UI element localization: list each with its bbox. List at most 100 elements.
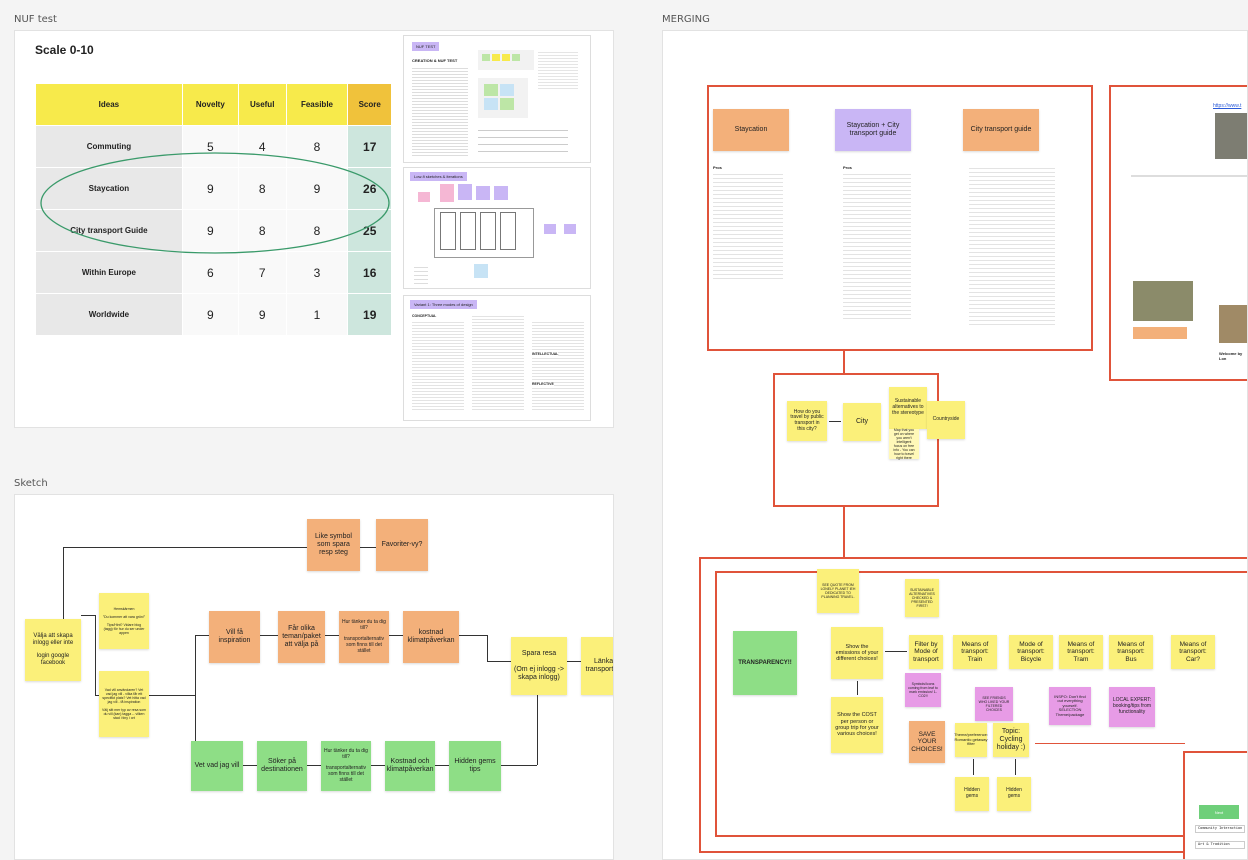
- merge-box-bottom-outer: [699, 557, 1247, 853]
- document-nuf-test[interactable]: NUF TEST CREATION & NUF TEST: [403, 35, 591, 163]
- feasible-cell: 1: [285, 293, 349, 336]
- sticky-local-expert[interactable]: LOCAL EXPERT: booking/tips from function…: [1109, 687, 1155, 727]
- connector: [1035, 743, 1185, 744]
- frame-sketch[interactable]: Välja att skapa inlogg eller inte login …: [14, 494, 614, 860]
- merge-box-bottom-inner: [715, 571, 1247, 837]
- card-city-transport[interactable]: City transport guide: [963, 109, 1039, 151]
- merge-box-city: [773, 373, 939, 507]
- sticky-sustainable[interactable]: Sustainable alternatives to the stereoty…: [889, 387, 927, 429]
- sticky-inspiration[interactable]: Vill få inspiration: [209, 611, 260, 663]
- useful-cell: 4: [237, 125, 287, 168]
- sticky-spara-resa[interactable]: Spara resa (Om ej inlogg -> skapa inlogg…: [511, 637, 567, 695]
- sticky-user-note[interactable]: Vad vill användaren? Vet vad jag vill - …: [99, 671, 149, 737]
- doc-text-block: [412, 66, 468, 156]
- sticky-friends[interactable]: SEE FRIENDS WHO LIKED YOUR FILTERED CHOI…: [975, 687, 1013, 721]
- doc-section: REFLECTIVE: [532, 382, 554, 386]
- sticky-topic[interactable]: Topic: Cycling holiday :): [993, 723, 1029, 757]
- card-staycation-city[interactable]: Staycation + City transport guide: [835, 109, 911, 151]
- connector: [307, 765, 321, 766]
- novelty-cell: 9: [181, 167, 239, 210]
- sticky-symbols[interactable]: Symbols/Icons coming from leaf to mark e…: [905, 673, 941, 707]
- connector: [843, 507, 845, 557]
- sticky-teman[interactable]: Får olika teman/paket att välja på: [278, 611, 325, 663]
- connector: [95, 615, 96, 695]
- connector: [63, 547, 64, 637]
- sticky-home-note[interactable]: Hemskärmen "Du kommer att vara grön!" Ti…: [99, 593, 149, 649]
- next-button[interactable]: Next: [1199, 805, 1239, 819]
- option-row[interactable]: Art & Tradition: [1195, 841, 1245, 849]
- external-link[interactable]: https://www.t: [1213, 103, 1242, 109]
- mini-sticky: [484, 98, 498, 110]
- header-novelty: Novelty: [181, 83, 239, 126]
- sticky-how-travel[interactable]: How do you travel by public transport in…: [787, 401, 827, 441]
- frame-nuf[interactable]: Scale 0-10 Ideas Novelty Useful Feasible…: [14, 30, 614, 428]
- connector: [501, 765, 537, 766]
- card-staycation[interactable]: Staycation: [713, 109, 789, 151]
- sticky-emissions[interactable]: Show the emissions of your different cho…: [831, 627, 883, 679]
- sticky-soker[interactable]: Söker på destinationen: [257, 741, 307, 791]
- header-score: Score: [347, 83, 392, 126]
- sticky-hidden-gems-1[interactable]: Hidden gems: [955, 777, 989, 811]
- sticky-train[interactable]: Means of transport: Train: [953, 635, 997, 669]
- sticky-city[interactable]: City: [843, 403, 881, 441]
- sticky-small-note[interactable]: Map that you get on where you aren't int…: [889, 428, 919, 460]
- sticky-inspo[interactable]: INSPO: Don't find out everything yoursel…: [1049, 687, 1091, 725]
- sticky-hur-tanker-1[interactable]: Hur tänker du ta dig till? transportalte…: [339, 611, 389, 663]
- sticky-hur-tanker-2[interactable]: Hur tänker du ta dig till? transportalte…: [321, 741, 371, 791]
- connector: [885, 651, 907, 652]
- frame-label-nuf[interactable]: NUF test: [14, 14, 57, 25]
- sticky-countryside[interactable]: Countryside: [927, 401, 965, 439]
- score-cell: 26: [347, 167, 392, 210]
- frame-label-sketch[interactable]: Sketch: [14, 478, 48, 489]
- sticky-kostnad-1[interactable]: kostnad klimatpåverkan: [403, 611, 459, 663]
- sticky-theme[interactable]: Theme/preference: Romantic getaway filte…: [954, 723, 988, 757]
- doc-tag: Low-fi sketches & iterations: [410, 172, 467, 181]
- connector: [843, 351, 845, 373]
- pros-label: Pros: [713, 165, 722, 170]
- sticky-hidden-gems-2[interactable]: Hidden gems: [997, 777, 1031, 811]
- connector: [567, 661, 581, 662]
- sticky-car[interactable]: Means of transport: Car?: [1171, 635, 1215, 669]
- sticky-like-symbol[interactable]: Like symbol som spara resp steg: [307, 519, 360, 571]
- document-three-modes[interactable]: Variant 1: Three modes of design CONCEPT…: [403, 295, 591, 421]
- sticky-vet-vad[interactable]: Vet vad jag vill: [191, 741, 243, 791]
- sticky-quote[interactable]: SEE QUOTE FROM LONELY PLANET IEH DEDICAT…: [817, 569, 859, 613]
- score-cell: 16: [347, 251, 392, 294]
- scale-title: Scale 0-10: [35, 43, 94, 57]
- mini-sticky: [418, 192, 430, 202]
- mini-sticky: [492, 54, 500, 61]
- sticky-cost[interactable]: Show the COST per person or group trip f…: [831, 697, 883, 753]
- sticky-filter[interactable]: Filter by Mode of transport: [909, 635, 943, 669]
- sticky-save[interactable]: SAVE YOUR CHOICES!: [909, 721, 945, 763]
- legend: [414, 264, 428, 284]
- sticky-bus[interactable]: Means of transport: Bus: [1109, 635, 1153, 669]
- sticky-tram[interactable]: Means of transport: Tram: [1059, 635, 1103, 669]
- sticky-kostnad-2[interactable]: Kostnad och klimatpåverkan: [385, 741, 435, 791]
- sticky-bicycle[interactable]: Mode of transport: Bicycle: [1009, 635, 1053, 669]
- sticky-login-choice[interactable]: Välja att skapa inlogg eller inte login …: [25, 619, 81, 681]
- document-lowfi-sketches[interactable]: Low-fi sketches & iterations: [403, 167, 591, 289]
- sticky-lankar[interactable]: Länkar till transportmedel: [581, 637, 613, 695]
- option-row[interactable]: Community Interaction: [1195, 825, 1245, 833]
- connector: [389, 635, 403, 636]
- sticky-hidden-gems[interactable]: Hidden gems tips: [449, 741, 501, 791]
- sticky-favoriter[interactable]: Favoriter-vy?: [376, 519, 428, 571]
- score-cell: 19: [347, 293, 392, 336]
- mini-sticky: [512, 54, 520, 61]
- frame-label-merging[interactable]: MERGING: [662, 14, 710, 25]
- merge-box-right: [1109, 85, 1247, 381]
- doc-text-block: [472, 314, 524, 410]
- feasible-cell: 9: [285, 167, 349, 210]
- sticky-transparency[interactable]: TRANSPARENCY!!: [733, 631, 797, 695]
- connector: [371, 765, 385, 766]
- connector: [195, 635, 209, 636]
- phone-sketch: [440, 212, 456, 250]
- novelty-cell: 6: [181, 251, 239, 294]
- connector: [360, 547, 376, 548]
- frame-merging[interactable]: Staycation Staycation + City transport g…: [662, 30, 1248, 860]
- mini-sticky: [458, 184, 472, 200]
- pros-list: [713, 171, 783, 279]
- mini-sticky: [564, 224, 576, 234]
- sticky-sust-checked[interactable]: SUSTAINABLE ALTERNATIVES CHECKED & PRESE…: [905, 579, 939, 617]
- novelty-cell: 9: [181, 293, 239, 336]
